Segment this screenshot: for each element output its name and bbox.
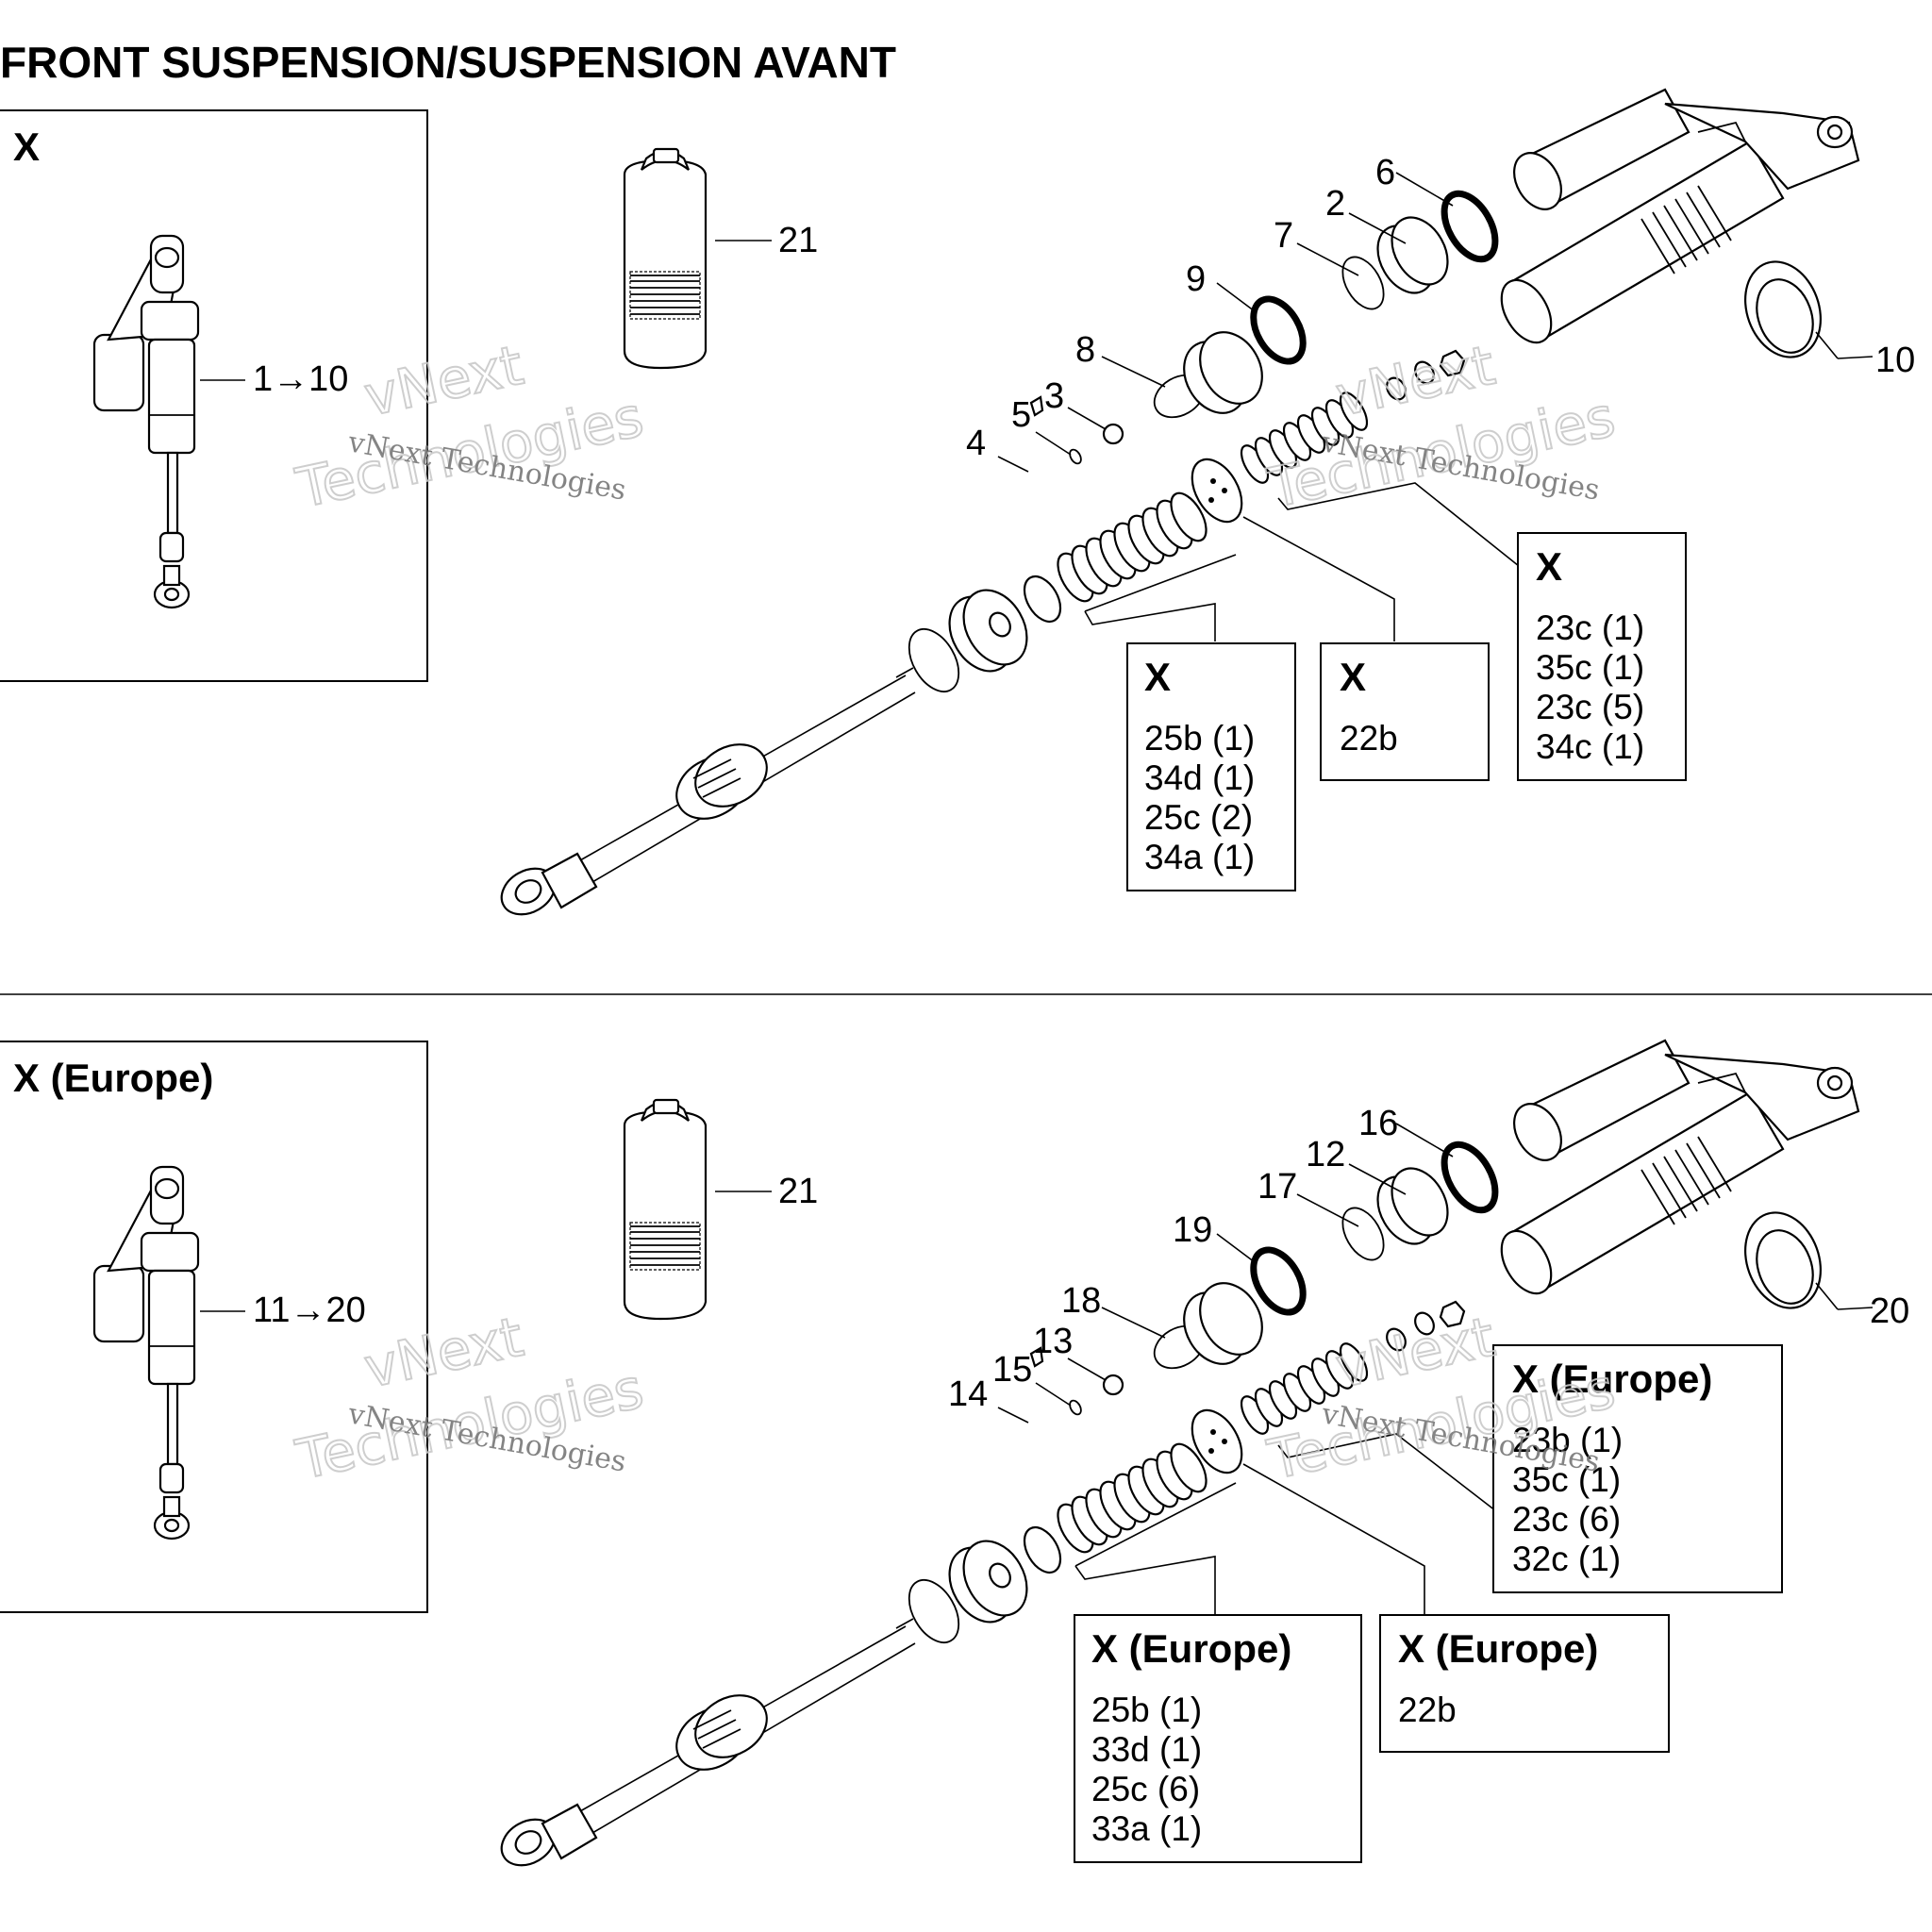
- kit-item: 22b: [1398, 1690, 1457, 1729]
- part-label: 3: [1044, 376, 1064, 416]
- kit-box: [1492, 1344, 1783, 1593]
- part-label: 20: [1870, 1291, 1909, 1331]
- part-label: 13: [1033, 1322, 1073, 1361]
- kit-item: 23c (5): [1536, 688, 1644, 726]
- kit-item: 25c (6): [1091, 1770, 1200, 1808]
- kit-item: 34d (1): [1144, 758, 1255, 797]
- kit-box-header: X (Europe): [1512, 1357, 1712, 1401]
- part-label: 19: [1173, 1210, 1212, 1250]
- kit-item: 22b: [1340, 719, 1398, 758]
- kit-box-header: X: [1340, 655, 1366, 699]
- kit-item: 35c (1): [1512, 1460, 1621, 1499]
- model-box: [0, 1041, 428, 1613]
- kit-item: 25c (2): [1144, 798, 1253, 837]
- model-box-header: X (Europe): [13, 1056, 213, 1100]
- kit-box: [1379, 1614, 1670, 1753]
- kit-box-header: X: [1536, 544, 1562, 589]
- part-label: 2: [1325, 184, 1345, 224]
- part-label: 7: [1274, 216, 1293, 256]
- kit-item: 23c (6): [1512, 1500, 1621, 1539]
- model-box-header: X: [13, 125, 40, 169]
- part-label: 5: [1011, 395, 1031, 435]
- kit-item: 34a (1): [1144, 838, 1255, 876]
- part-label-21: 21: [778, 1172, 818, 1211]
- model-box-callout: 1→10: [253, 359, 348, 399]
- page-title: FRONT SUSPENSION/SUSPENSION AVANT: [0, 38, 896, 87]
- kit-item: 23b (1): [1512, 1421, 1623, 1459]
- kit-item: 33d (1): [1091, 1730, 1202, 1769]
- part-label: 12: [1306, 1135, 1345, 1174]
- kit-box: [1126, 642, 1296, 891]
- kit-item: 34c (1): [1536, 727, 1644, 766]
- kit-item: 23c (1): [1536, 608, 1644, 647]
- part-label: 6: [1375, 153, 1395, 192]
- kit-item: 35c (1): [1536, 648, 1644, 687]
- part-label: 17: [1257, 1167, 1297, 1207]
- part-label-21: 21: [778, 221, 818, 260]
- part-label: 16: [1358, 1104, 1398, 1143]
- kit-item: 33a (1): [1091, 1809, 1202, 1848]
- oil-can: [623, 1098, 708, 1321]
- model-box-callout: 11→20: [253, 1291, 366, 1330]
- kit-box-header: X: [1144, 655, 1171, 699]
- oil-can: [623, 147, 708, 370]
- kit-box-header: X (Europe): [1398, 1626, 1598, 1671]
- part-label: 15: [992, 1350, 1032, 1390]
- kit-item: 25b (1): [1144, 719, 1255, 758]
- bottom-section: X (Europe) 11→20 21 16 12 17 19 18 13 15…: [0, 1041, 1909, 1874]
- part-label: 18: [1061, 1281, 1101, 1321]
- kit-box: [1074, 1614, 1362, 1863]
- part-label: 10: [1875, 341, 1915, 380]
- model-box: [0, 109, 428, 682]
- part-label: 9: [1186, 259, 1206, 299]
- kit-box: [1517, 532, 1687, 781]
- kit-item: 25b (1): [1091, 1690, 1202, 1729]
- part-label: 8: [1075, 330, 1095, 370]
- kit-box: [1320, 642, 1490, 781]
- kit-box-header: X (Europe): [1091, 1626, 1291, 1671]
- top-section: X 1→10 21 6 2 7 9 8 3 5 4 10 X 25b (1) 3…: [0, 90, 1915, 924]
- part-label: 14: [948, 1374, 988, 1414]
- part-label: 4: [966, 424, 986, 463]
- kit-item: 32c (1): [1512, 1540, 1621, 1578]
